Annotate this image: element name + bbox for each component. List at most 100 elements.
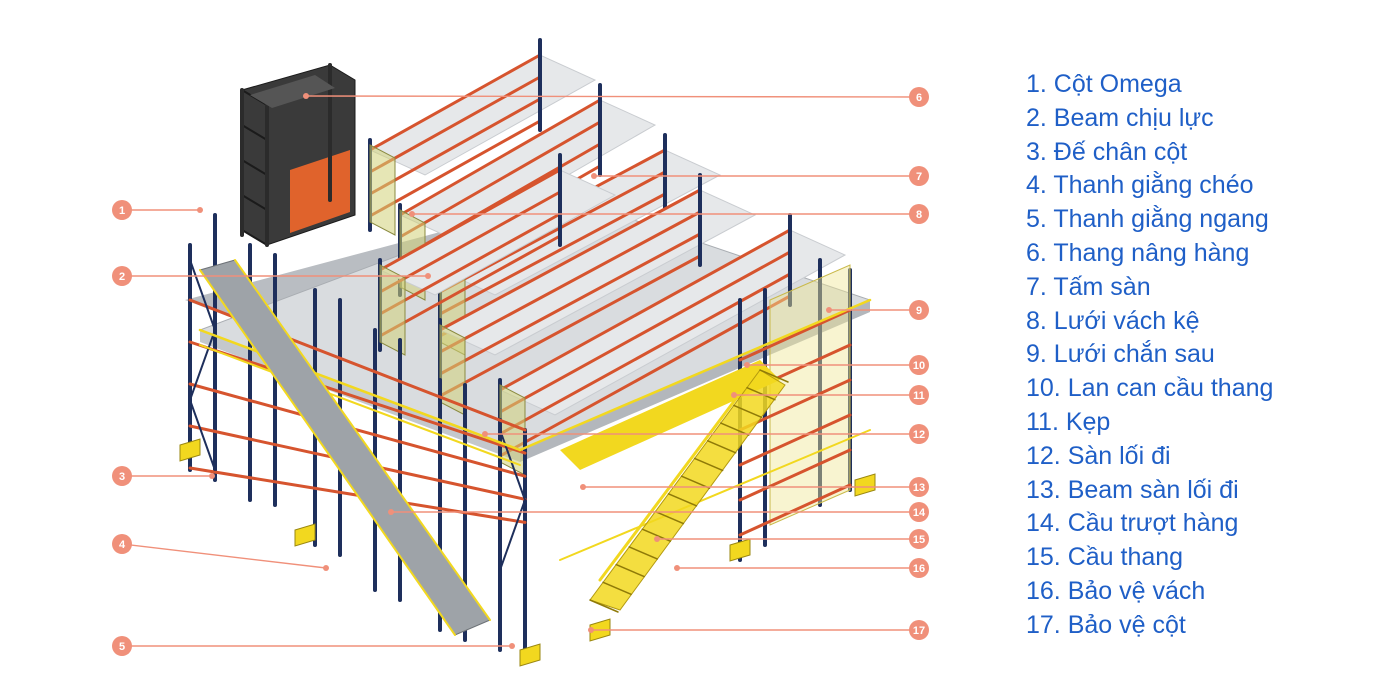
marker-label-9: 9 — [916, 305, 922, 317]
slide-guard-left — [199, 269, 456, 636]
leader-dot-6 — [303, 93, 309, 99]
shelf-beam-1-4 — [368, 119, 542, 218]
handrail-right-top — [518, 298, 872, 452]
column-protector-1 — [179, 438, 201, 462]
numbered-callout-icon — [909, 558, 929, 578]
marker-11: 11 — [909, 385, 929, 405]
shelf-beam-6-1 — [498, 228, 792, 392]
stair-tread-11 — [720, 422, 750, 436]
leader-dot-8 — [409, 211, 415, 217]
brace-diagonal-b — [189, 329, 216, 401]
stair-tread-1 — [589, 599, 619, 613]
marker-label-10: 10 — [913, 360, 925, 372]
shelf-beam-4-4 — [378, 234, 562, 338]
shelf-beam-3-2 — [438, 170, 667, 294]
shelf-beam-1-1 — [368, 53, 542, 152]
marker-label-5: 5 — [119, 641, 125, 653]
marker-label-8: 8 — [916, 209, 922, 221]
marker-label-11: 11 — [913, 390, 925, 402]
front-beam-2 — [188, 340, 527, 455]
legend-item-12: 12. Sàn lối đi — [1026, 441, 1171, 470]
leader-dot-10 — [744, 362, 750, 368]
shelf-beam-5-3 — [438, 232, 702, 376]
handrail-left-mid — [199, 344, 521, 466]
legend-item-4: 4. Thanh giằng chéo — [1026, 171, 1254, 200]
numbered-callout-icon — [112, 534, 132, 554]
numbered-callout-icon — [909, 355, 929, 375]
legend-item-15: 15. Cầu thang — [1026, 543, 1184, 572]
lift-frame-rung-3 — [241, 159, 268, 176]
leader-dot-11 — [731, 392, 737, 398]
legend-item-16: 16. Bảo vệ vách — [1026, 576, 1206, 605]
numbered-callout-icon — [909, 424, 929, 444]
stair-tread-2 — [602, 581, 632, 596]
legend-item-10: 10. Lan can cầu thang — [1026, 374, 1274, 403]
right-beam-1 — [738, 308, 852, 362]
stair-tread-4 — [628, 546, 658, 560]
stair-handrail — [598, 378, 752, 582]
marker-16: 16 — [909, 558, 929, 578]
marker-3: 3 — [112, 466, 132, 486]
numbered-callout-icon — [909, 204, 929, 224]
slide-guard-right — [234, 259, 491, 621]
leader-dot-12 — [482, 431, 488, 437]
marker-label-6: 6 — [916, 92, 922, 104]
leader-dot-5 — [509, 643, 515, 649]
front-beam-3 — [188, 382, 527, 478]
column-protector-4 — [854, 473, 876, 497]
marker-15: 15 — [909, 529, 929, 549]
marker-14: 14 — [909, 502, 929, 522]
leader-dot-9 — [826, 307, 832, 313]
lift-top-platform — [250, 75, 335, 108]
shelf-beam-4-3 — [378, 212, 562, 316]
shelf-beam-1-3 — [368, 97, 542, 196]
leader-dot-13 — [580, 484, 586, 490]
leader-dot-4 — [323, 565, 329, 571]
marker-label-7: 7 — [916, 171, 922, 183]
numbered-callout-icon — [112, 200, 132, 220]
legend-item-14: 14. Cầu trượt hàng — [1026, 509, 1239, 538]
legend-item-6: 6. Thang nâng hàng — [1026, 238, 1250, 267]
numbered-callout-icon — [112, 636, 132, 656]
mezzanine-racking-illustration — [179, 38, 876, 667]
marker-label-13: 13 — [913, 482, 925, 494]
stair-tread-13 — [746, 386, 776, 401]
legend-item-8: 8. Lưới vách kệ — [1026, 306, 1200, 335]
marker-8: 8 — [909, 204, 929, 224]
leader-dot-14 — [388, 509, 394, 515]
legend-item-1: 1. Cột Omega — [1026, 70, 1182, 98]
stair-tread-14 — [759, 369, 789, 383]
legend-item-2: 2. Beam chịu lực — [1026, 103, 1214, 132]
numbered-callout-icon — [909, 87, 929, 107]
leader-dot-7 — [591, 173, 597, 179]
lift-frame-rung-4 — [241, 194, 268, 211]
shelf-beam-6-2 — [498, 250, 792, 414]
right-beam-5 — [738, 448, 852, 502]
marker-label-12: 12 — [913, 429, 925, 441]
numbered-callout-icon — [909, 477, 929, 497]
column-protector-3 — [729, 538, 751, 562]
shelf-mesh-panel-4 — [379, 264, 406, 356]
shelf-beam-2-2 — [398, 120, 602, 239]
lift-frame-rung-5 — [241, 229, 268, 246]
legend-item-11: 11. Kẹp — [1026, 407, 1111, 436]
numbered-callout-icon — [112, 466, 132, 486]
right-beam-6 — [738, 483, 852, 537]
leader-dot-15 — [654, 536, 660, 542]
brace-diagonal-a — [189, 259, 216, 331]
numbered-callout-icon — [909, 300, 929, 320]
leader-dot-1 — [197, 207, 203, 213]
brace-diagonal-e — [499, 499, 526, 571]
marker-4: 4 — [112, 534, 132, 554]
leader-dot-16 — [674, 565, 680, 571]
leader-line-6 — [305, 95, 920, 98]
shelf-beam-2-1 — [398, 98, 602, 217]
numbered-callout-icon — [112, 266, 132, 286]
right-beam-4 — [738, 413, 852, 467]
marker-5: 5 — [112, 636, 132, 656]
stair-tread-10 — [706, 440, 737, 454]
numbered-callout-icon — [909, 385, 929, 405]
marker-label-2: 2 — [119, 271, 125, 283]
